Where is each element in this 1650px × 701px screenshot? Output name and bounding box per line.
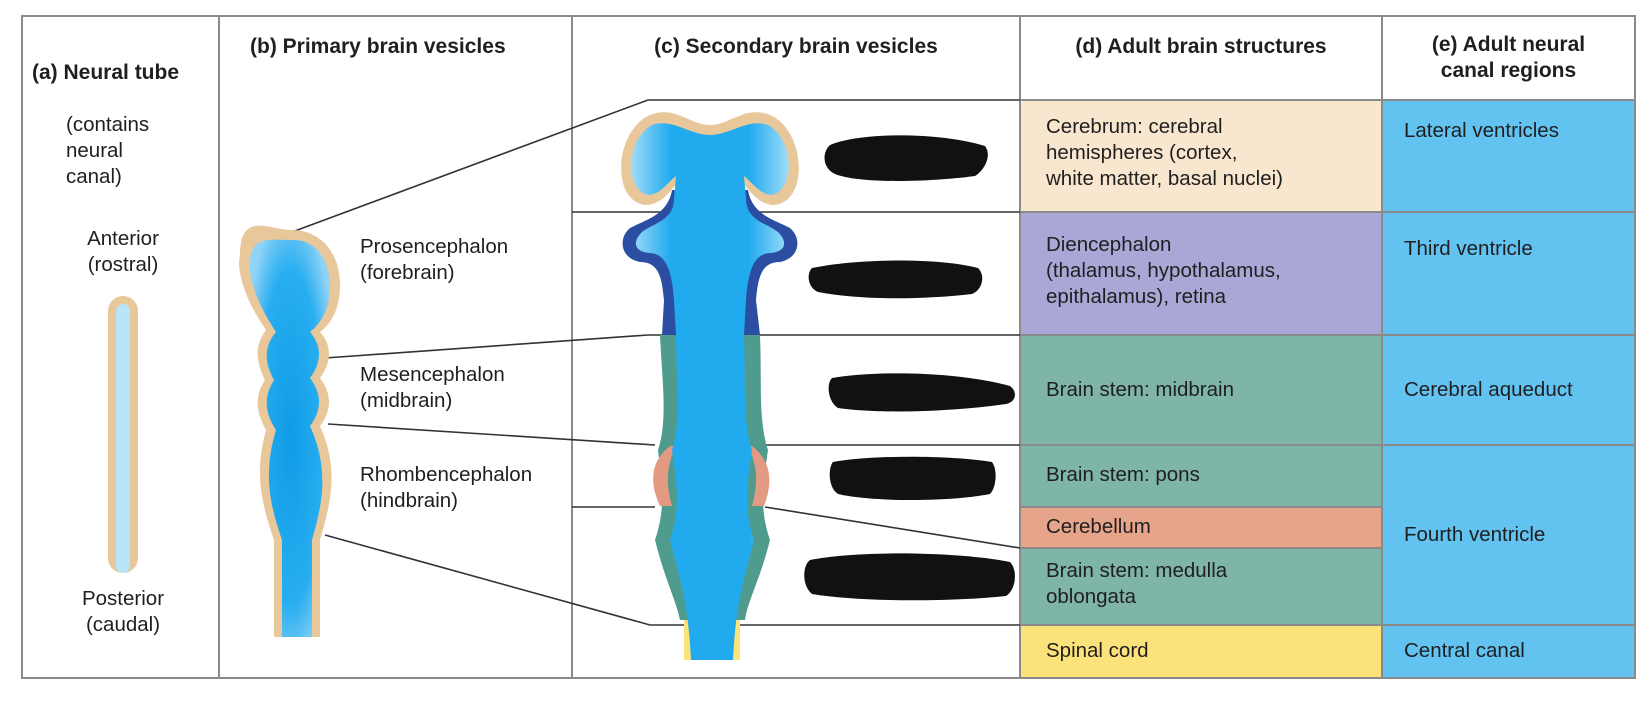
neural-tube-note: (contains neural canal) [66,113,150,188]
structure-cerebellum: Cerebellum [1046,515,1151,538]
cell-pons [1020,445,1382,507]
canal-central-canal: Central canal [1404,639,1525,662]
vesicle-mapping-lines [291,99,656,626]
canal-fourth-ventricle: Fourth ventricle [1404,523,1546,546]
structure-diencephalon: Diencephalon (thalamus, hypothalamus, ep… [1046,233,1281,308]
structure-pons: Brain stem: pons [1046,463,1200,486]
canal-third-ventricle: Third ventricle [1404,237,1533,260]
column-e-header: (e) Adult neural canal regions [1431,33,1586,82]
prosencephalon-label: Prosencephalon (forebrain) [360,235,509,284]
mesencephalon-label: Mesencephalon (midbrain) [360,363,505,412]
redaction-marks [804,135,1015,601]
redaction-mark-5 [804,553,1015,601]
pons-wall-right [748,446,770,506]
cell-diencephalon [1020,212,1382,335]
column-c-header: (c) Secondary brain vesicles [654,35,938,58]
cell-spinal-cord [1020,625,1382,678]
cell-medulla [1020,548,1382,625]
redaction-mark-2 [808,260,983,299]
structure-medulla: Brain stem: medulla oblongata [1046,559,1228,608]
column-a-header: (a) Neural tube (contains neural canal) [32,34,212,216]
structure-cerebrum: Cerebrum: cerebral hemispheres (cortex, … [1046,115,1284,190]
column-b-header: (b) Primary brain vesicles [250,35,506,58]
structure-spinal-cord: Spinal cord [1046,639,1149,662]
table-grid [21,15,1636,679]
pons-wall-left [653,446,676,506]
canal-regions-background [1382,100,1635,678]
anterior-label: Anterior (rostral) [87,227,159,276]
secondary-vesicles-drawing [621,112,799,661]
canal-lateral-ventricles: Lateral ventricles [1404,119,1559,142]
neural-tube [108,296,138,573]
rhombencephalon-label: Rhombencephalon (hindbrain) [360,463,533,512]
primary-vesicles-lumen [249,239,330,637]
secondary-vesicles-lumen [631,123,789,661]
column-d-header: (d) Adult brain structures [1075,35,1327,58]
posterior-label: Posterior (caudal) [81,587,165,636]
cell-cerebellum [1020,507,1382,548]
neural-canal [116,304,130,573]
redaction-mark-1 [824,135,988,181]
adult-structure-cells [1020,100,1382,678]
cell-cerebrum [1020,100,1382,212]
primary-vesicles-drawing [239,225,340,638]
canal-cerebral-aqueduct: Cerebral aqueduct [1404,378,1573,401]
cell-midbrain [1020,335,1382,445]
structure-midbrain: Brain stem: midbrain [1046,378,1234,401]
redaction-mark-4 [829,456,996,500]
neural-tube-title: (a) Neural tube [32,61,180,84]
redaction-mark-3 [828,373,1015,412]
